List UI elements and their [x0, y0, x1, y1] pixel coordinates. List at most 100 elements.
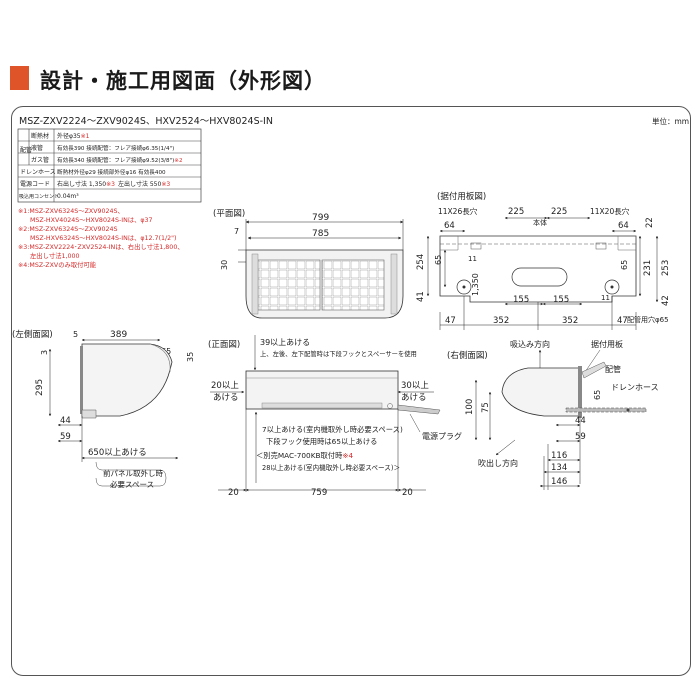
dim-label: 295 — [35, 379, 45, 396]
spec-label-outlet: 吸込用コンセント — [19, 193, 59, 200]
front-top-note: 上、左後、左下配管時は下段フックとスペーサーを使用 — [260, 349, 417, 358]
unit-label: 単位：mm — [652, 116, 689, 126]
front-left-clearance: 20以上 — [211, 381, 239, 391]
dim-label: 134 — [551, 463, 567, 473]
front-bottom-note: 28以上あける(室内機取外し時必要スペース)＞ — [262, 463, 400, 472]
title-accent-block — [10, 66, 29, 90]
front-top-note: 39以上あける — [260, 338, 310, 347]
dim-label: 225 — [551, 207, 567, 217]
power-plug-label: 電源プラグ — [422, 431, 462, 441]
dim-label: 35 — [186, 352, 195, 362]
page-title: 設計・施工用図面（外形図） — [40, 69, 326, 93]
dim-label: 47 — [617, 316, 628, 326]
dim-label: 100 — [465, 399, 475, 415]
footnote: 左出し寸法1,000 — [30, 251, 80, 260]
spec-label-insulation: 断熱材 — [31, 132, 49, 140]
front-left-clearance: あける — [213, 393, 239, 403]
dim-label: 352 — [493, 316, 509, 326]
bracket-label: 11X26長穴 — [438, 206, 478, 216]
dim-label: 20 — [402, 488, 413, 498]
left-clearance-note: 必要スペース — [110, 479, 154, 489]
dim-label: 254 — [416, 254, 426, 270]
spec-value-outlet: 0.04m³ — [57, 193, 79, 200]
dim-label: 225 — [508, 207, 524, 217]
dim-label: 3 — [40, 350, 49, 355]
dim-label: 11 — [468, 255, 477, 263]
spec-label-liquid: 液管 — [31, 144, 43, 152]
front-right-clearance: 30以上 — [401, 381, 429, 391]
left-view-title: (左側面図) — [12, 329, 53, 340]
plan-view-title: (平面図) — [213, 209, 245, 219]
dim-label: 41 — [416, 291, 426, 302]
right-side-view: (右側面図) 吸込み方向 据付用板 配管 ドレンホース 吹出し方向 100 75… — [447, 339, 659, 490]
front-bottom-note: 7以上あける(室内機取外し時必要スペース) — [262, 425, 403, 434]
title-bar: 設計・施工用図面（外形図） — [0, 66, 700, 93]
dim-label: 44 — [575, 416, 586, 426]
right-view-label: 据付用板 — [591, 339, 623, 349]
dim-label: 5 — [73, 330, 78, 339]
spec-value-gas: 有効長340 接続配管：フレア接続φ9.52(3/8")※2 — [57, 156, 183, 164]
bracket-label: 配管用穴φ65 — [627, 315, 669, 324]
right-view-label: 吹出し方向 — [478, 458, 518, 468]
spec-table: 配管 断熱材 外径φ35※1 液管 有効長390 接続配管：フレア接続φ6.35… — [17, 128, 202, 203]
dim-label: 20 — [228, 488, 239, 498]
spec-label-drain: ドレンホース — [20, 169, 56, 176]
dim-label: 155 — [513, 295, 529, 305]
left-clearance: 650以上あける — [88, 448, 147, 458]
dim-label: 42 — [661, 295, 671, 306]
dim-label: 59 — [60, 432, 71, 442]
model-list: MSZ-ZXV2224～ZXV9024S、HXV2524～HXV8024S-IN — [19, 116, 273, 127]
right-view-label: 吸込み方向 — [510, 339, 550, 349]
front-view: (正面図) 39以上あける 上、左後、左下配管時は下段フックとスペーサーを使用 … — [208, 335, 462, 498]
bracket-label: 本体 — [533, 218, 547, 227]
front-bottom-note: ＜別売MAC-700KB取付時※4 — [256, 451, 354, 460]
dim-label: 65 — [434, 255, 443, 265]
right-view-title: (右側面図) — [447, 350, 488, 361]
front-bottom-note: 下段フック使用時は65以上あける — [266, 437, 377, 446]
dim-label: 59 — [575, 432, 586, 442]
footnote: ※2:MSZ-ZXV6324S～ZXV9024S — [18, 226, 118, 233]
spec-label-gas: ガス管 — [31, 156, 49, 164]
spec-value-drain: 断熱材外径φ29 接続部外径φ16 有効長400 — [57, 168, 166, 176]
footnote: MSZ-HXV4024S～HXV8024S-INは、φ37 — [30, 216, 153, 224]
plan-view: (平面図) 799 785 7 30 — [213, 209, 404, 319]
dim-label: 7 — [234, 227, 239, 236]
dim-label: 64 — [444, 221, 455, 231]
spec-label-power: 電源コード — [20, 180, 50, 188]
front-right-clearance: あける — [401, 393, 427, 403]
footnotes: ※1:MSZ-ZXV6324S～ZXV9024S、 MSZ-HXV4024S～H… — [18, 208, 184, 269]
dim-label: 1,350 — [471, 273, 480, 296]
front-view-title: (正面図) — [208, 340, 240, 350]
dim-label: 389 — [110, 330, 127, 340]
right-view-label: 配管 — [605, 364, 621, 374]
footnote: ※3:MSZ-ZXV2224･ZXV2524-INは、右出し寸法1,800、 — [18, 242, 184, 251]
dim-label: 352 — [562, 316, 578, 326]
bracket-view-title: (据付用板図) — [437, 191, 486, 202]
dim-label: 30 — [220, 260, 229, 270]
dim-label: 22 — [645, 217, 655, 228]
dim-label: 75 — [481, 402, 491, 413]
bracket-label: 11X20長穴 — [590, 206, 630, 216]
spec-value-insulation: 外径φ35※1 — [57, 132, 90, 140]
right-view-label: ドレンホース — [611, 383, 659, 392]
dim-label: 64 — [618, 221, 629, 231]
footnote: ※4:MSZ-ZXVのみ取付可能 — [18, 260, 97, 269]
dim-label: 65 — [620, 260, 629, 270]
dim-label: 231 — [643, 260, 653, 276]
dim-label: 155 — [553, 295, 569, 305]
left-clearance-note: 前パネル取外し時 — [103, 468, 163, 478]
dim-label: 11 — [601, 294, 610, 302]
dim-label: 65 — [593, 390, 602, 400]
footnote: ※1:MSZ-ZXV6324S～ZXV9024S、 — [18, 208, 124, 215]
dim-label: 44 — [60, 416, 71, 426]
spec-value-liquid: 有効長390 接続配管：フレア接続φ6.35(1/4") — [57, 144, 174, 152]
left-side-view: (左側面図) 5 389 3 165 35 295 44 59 650以上あける… — [12, 329, 195, 489]
dim-label: 759 — [311, 488, 327, 498]
bracket-view: (据付用板図) 11X26長穴 11X20長穴 本体 配管用穴φ65 225 2… — [416, 191, 671, 330]
dim-label: 47 — [445, 316, 456, 326]
dim-label: 253 — [661, 260, 671, 276]
spec-group-label: 配管 — [20, 146, 32, 154]
dim-label: 785 — [312, 229, 329, 239]
